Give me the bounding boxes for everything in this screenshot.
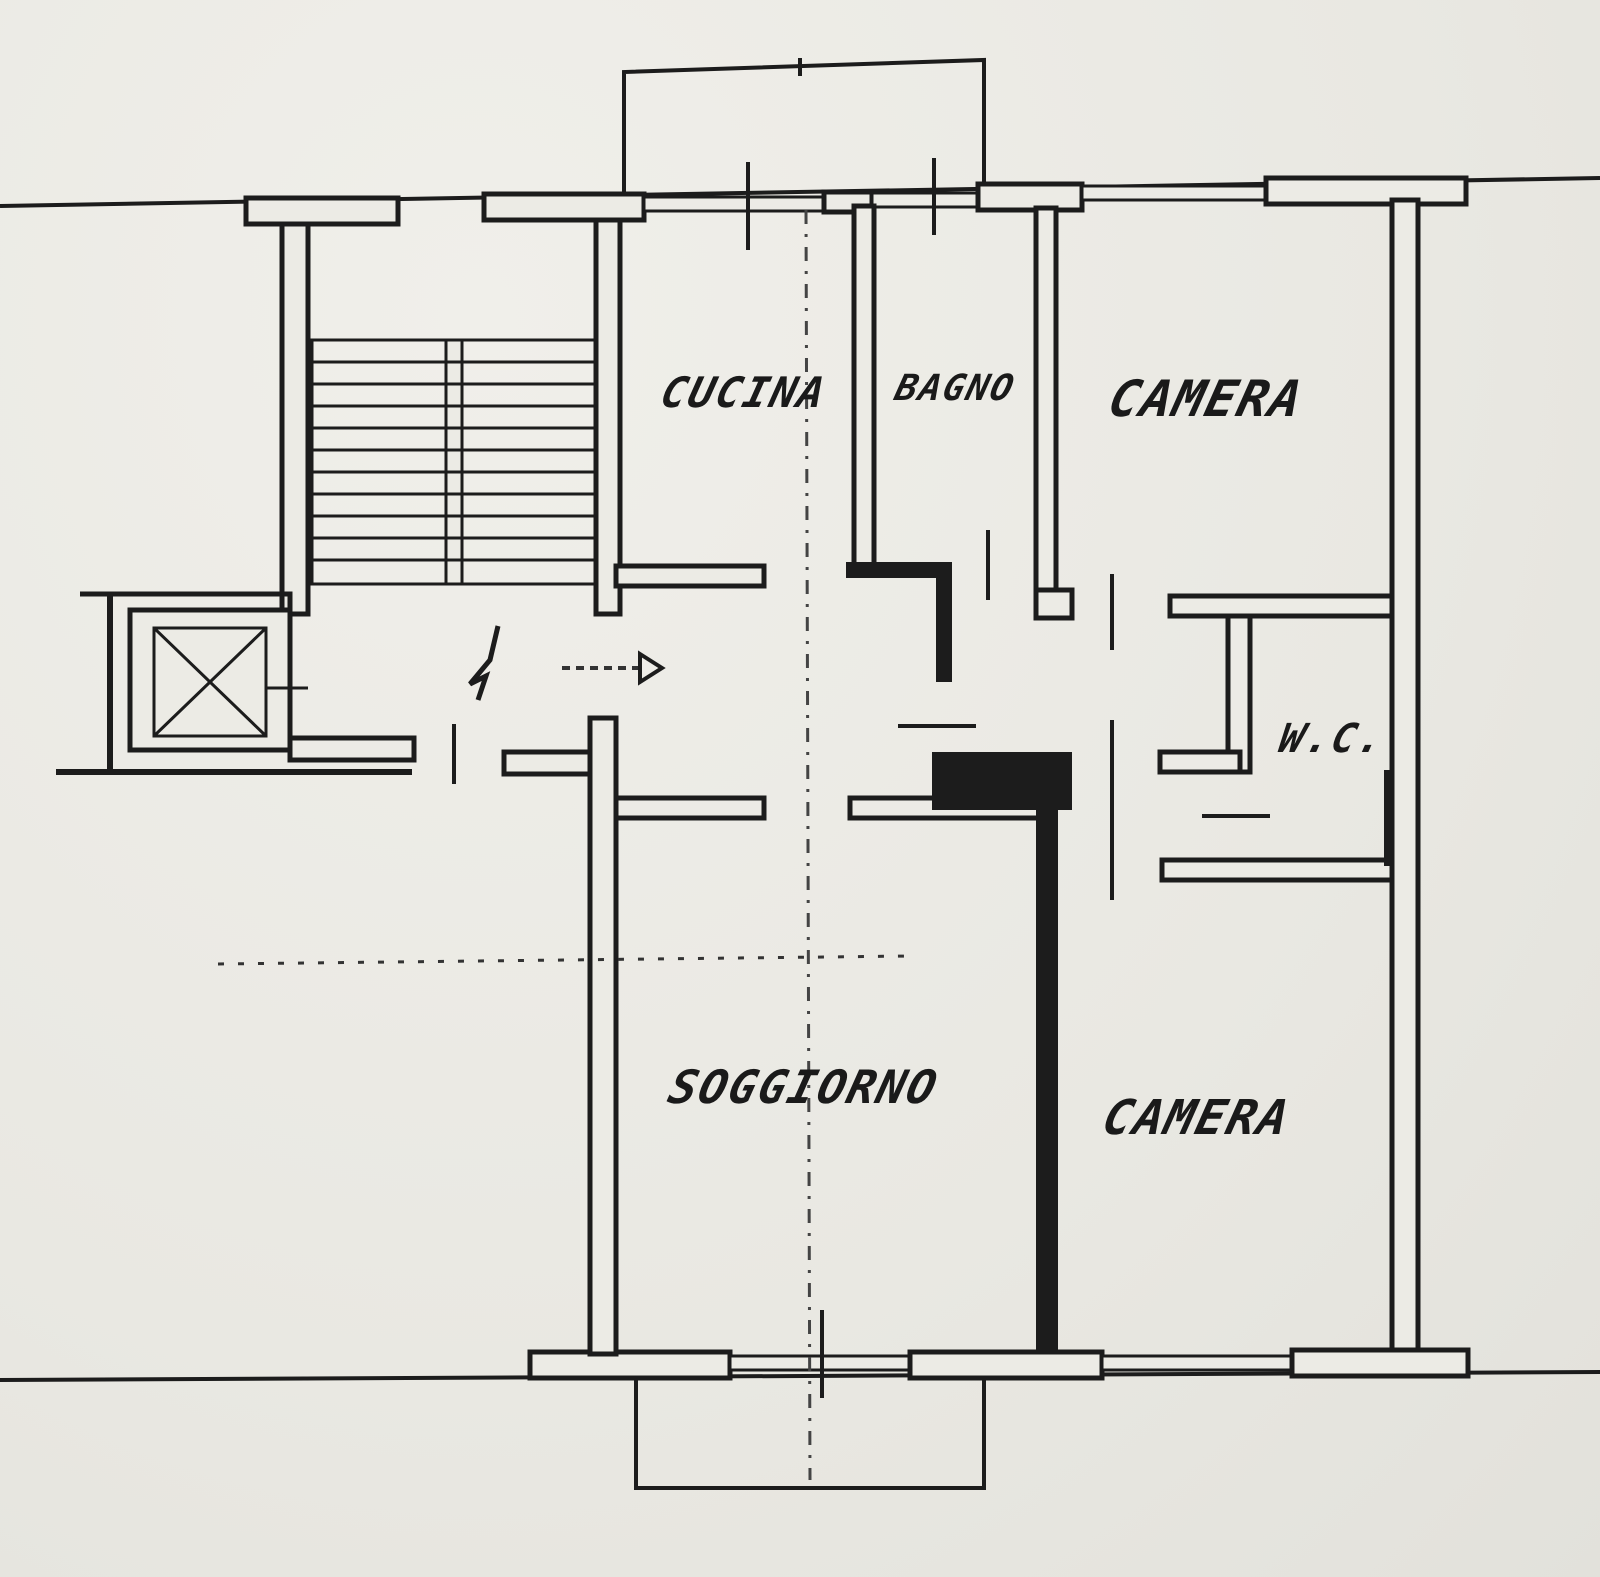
wall-hall-lower-left — [613, 795, 767, 821]
wall-wc-left-stub — [1157, 749, 1243, 775]
room-label-wc: W.C. — [1274, 716, 1391, 762]
room-label-camera-bottom: CAMERA — [1097, 1090, 1297, 1146]
wall-bottom-1 — [527, 1349, 733, 1381]
wall-stair-left — [279, 221, 311, 617]
wall-stair-right — [593, 217, 623, 617]
wall-bottom-3 — [1289, 1347, 1471, 1379]
wall-bath-right — [1033, 205, 1059, 595]
wall-bath-bottom — [846, 562, 952, 682]
window-top-3 — [1080, 184, 1268, 202]
axis-vertical — [804, 209, 812, 1481]
axis-horizontal — [217, 954, 911, 966]
wall-wc-bottom — [1159, 857, 1397, 883]
wall-bath-left — [851, 203, 877, 571]
wall-living-left — [587, 715, 619, 1357]
wall-kitchen-bottom — [613, 563, 767, 589]
wall-top-1 — [243, 195, 401, 227]
wall-wc-top — [1167, 593, 1397, 619]
wall-camera-bottom-left — [1036, 808, 1058, 1352]
landing-wall-top — [80, 591, 293, 614]
balcony-bottom — [634, 1366, 986, 1490]
wall-top-5 — [1263, 175, 1469, 207]
window-bottom-2 — [1100, 1354, 1294, 1372]
wall-column — [932, 752, 1072, 810]
wall-right — [1389, 197, 1421, 1353]
window-top-1 — [642, 195, 826, 213]
lift-icon — [152, 626, 308, 738]
room-label-soggiorno: SOGGIORNO — [663, 1060, 944, 1114]
entrance-arrow-icon — [468, 625, 666, 701]
wall-right-inner-mark — [1384, 770, 1394, 866]
room-label-camera-top: CAMERA — [1102, 370, 1310, 428]
wall-bottom-2 — [907, 1349, 1105, 1381]
window-top-2 — [870, 191, 980, 209]
landing-wall-right — [287, 735, 417, 763]
room-label-cucina: CUCINA — [655, 368, 832, 417]
stairs-icon — [310, 338, 598, 586]
wall-top-4 — [975, 181, 1085, 213]
wall-wc-left — [1225, 613, 1253, 775]
wall-bath-stub — [1033, 587, 1075, 621]
room-label-bagno: BAGNO — [890, 368, 1020, 409]
balcony-top — [622, 57, 986, 195]
wall-top-2 — [481, 191, 647, 223]
